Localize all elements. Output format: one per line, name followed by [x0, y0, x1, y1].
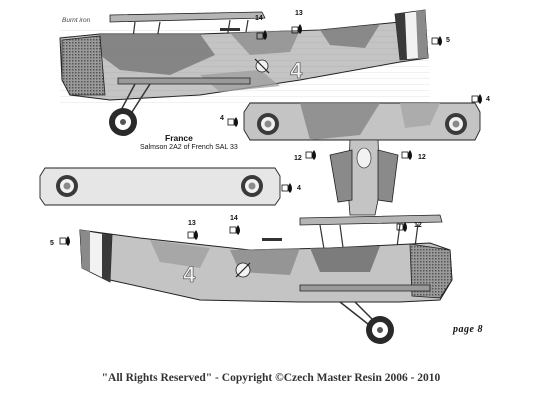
camo-patch — [100, 34, 215, 75]
drop-icon — [288, 183, 292, 193]
fuselage-code: 4 — [183, 262, 196, 287]
callout-number: 13 — [295, 10, 303, 17]
callout-number: 4 — [220, 115, 224, 122]
engine-grill — [61, 35, 106, 96]
camo-patch — [310, 246, 380, 272]
drop-icon — [66, 236, 70, 246]
callout-number: 12 — [414, 222, 422, 229]
lower-wing-plan — [39, 167, 281, 206]
callout-number: 14 — [255, 15, 263, 22]
drop-icon — [438, 36, 442, 46]
country-label: France — [165, 133, 193, 143]
lower-wing — [117, 77, 251, 85]
fuselage-code: 4 — [290, 58, 303, 83]
roundel — [56, 175, 78, 197]
drop-icon — [263, 30, 267, 40]
callout-number: 5 — [446, 37, 450, 44]
drop-icon — [298, 24, 302, 34]
fuselage-top-view — [329, 139, 399, 216]
callout-number: 4 — [297, 185, 301, 192]
machine-gun — [262, 238, 282, 241]
drop-icon — [478, 94, 482, 104]
aircraft-subtitle: Salmson 2A2 of French SAL 33 — [140, 144, 238, 151]
drop-icon — [194, 230, 198, 240]
drop-icon — [408, 150, 412, 160]
page-marker: page 8 — [453, 324, 483, 335]
callout-number: 13 — [188, 220, 196, 227]
callout-number: 12 — [294, 155, 302, 162]
camo-patch — [150, 240, 210, 268]
drop-icon — [236, 225, 240, 235]
box-icon — [256, 32, 264, 40]
burnt-iron-label: Burnt iron — [62, 17, 91, 24]
callout-number: 14 — [230, 215, 238, 222]
camo-patch — [320, 24, 380, 48]
drop-icon — [403, 222, 407, 232]
side-view-top: 4 — [59, 9, 430, 136]
upper-wing-plan — [243, 102, 481, 141]
camo-patch — [230, 30, 300, 55]
callout-number: 5 — [50, 240, 54, 247]
drop-icon — [312, 150, 316, 160]
callout-number: 4 — [486, 96, 490, 103]
roundel — [257, 113, 279, 135]
copyright-notice: "All Rights Reserved" - Copyright ©Czech… — [101, 372, 441, 384]
roundel — [241, 175, 263, 197]
machine-gun — [220, 28, 240, 31]
roundel — [445, 113, 467, 135]
drop-icon — [234, 117, 238, 127]
upper-wing — [109, 11, 266, 23]
callout-number: 12 — [418, 154, 426, 161]
side-view-bottom: 4 — [79, 214, 453, 344]
callout-markers — [59, 24, 482, 246]
